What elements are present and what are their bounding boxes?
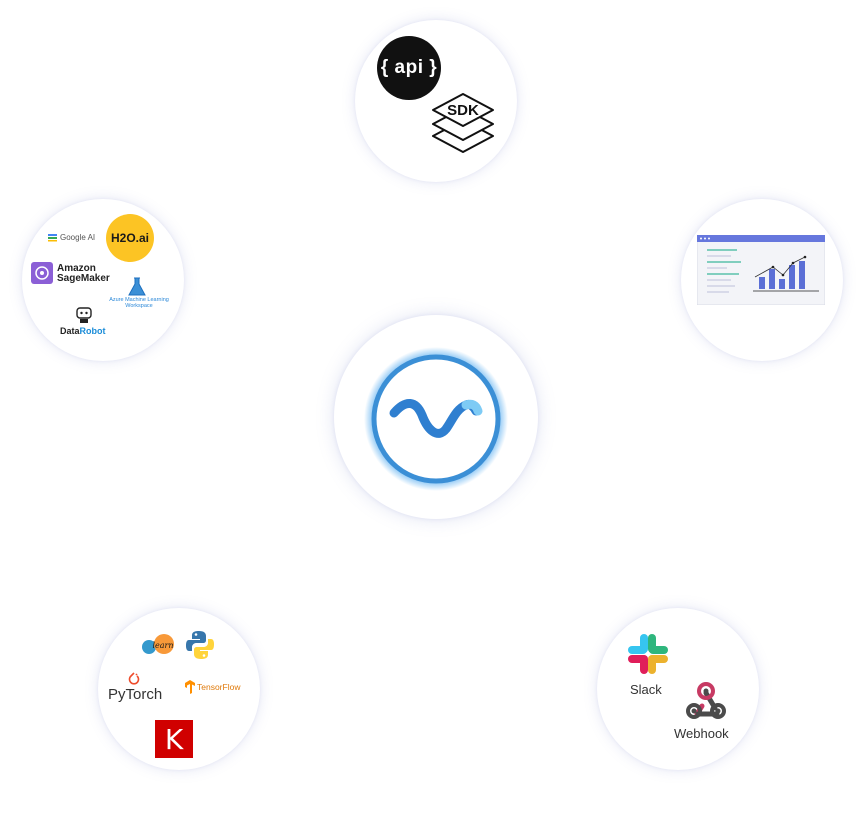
scikit-learn-logo: learn [142, 634, 176, 661]
sklearn-label: learn [152, 641, 173, 650]
google-ai-label: Google AI [60, 233, 96, 242]
azure-ml-label: Azure Machine Learning Workspace [109, 297, 169, 309]
brand-wave-logo [364, 347, 508, 496]
ml-platforms-node: Google AI H2O.ai Amazon SageMaker Azure … [22, 199, 184, 361]
keras-logo: K [155, 720, 193, 758]
tensorflow-icon [184, 680, 196, 699]
api-sdk-node: { api } SDK [355, 20, 517, 182]
webhook-label: Webhook [674, 726, 729, 741]
google-ai-logo: Google AI [48, 233, 95, 242]
dashboard-sidebar-lines [707, 249, 741, 293]
api-badge: { api } [377, 36, 441, 100]
google-ai-icon [48, 234, 57, 242]
brand-hub-node [334, 315, 538, 519]
slack-icon [626, 632, 670, 681]
sdk-stack-icon: SDK [431, 90, 495, 163]
dashboard-bar-chart [759, 261, 805, 289]
sagemaker-label: Amazon SageMaker [57, 263, 110, 284]
sagemaker-icon [31, 262, 53, 284]
dashboard-illustration [696, 234, 826, 310]
slack-label: Slack [630, 682, 662, 697]
datarobot-label: DataRobot [60, 326, 106, 336]
datarobot-icon [75, 306, 93, 329]
azure-flask-icon [128, 277, 146, 302]
pytorch-flame-icon [128, 672, 140, 691]
notifications-node: Slack Webhook [597, 608, 759, 770]
dashboard-node [681, 199, 843, 361]
webhook-icon [685, 682, 727, 725]
pytorch-label: PyTorch [108, 686, 163, 703]
sdk-label: SDK [447, 102, 479, 119]
python-icon [186, 630, 214, 665]
tensorflow-label: TensorFlow [197, 682, 241, 692]
ml-libraries-node: learn PyTorch TensorFlow K [98, 608, 260, 770]
h2o-logo: H2O.ai [106, 214, 154, 262]
